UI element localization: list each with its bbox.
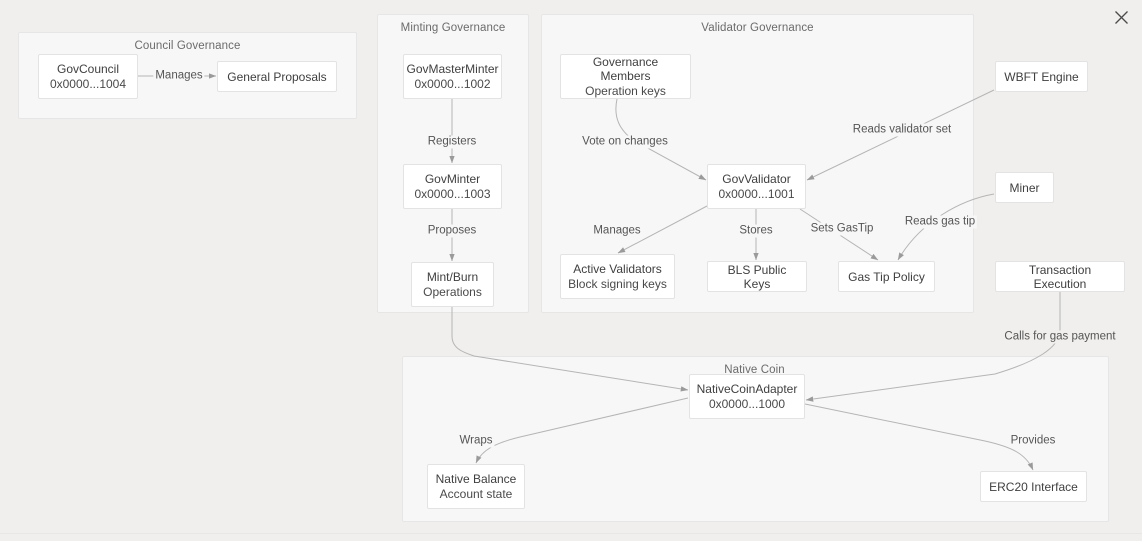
group-title-minting: Minting Governance	[400, 22, 506, 34]
node-active-validators[interactable]: Active Validators Block signing keys	[560, 254, 675, 299]
node-govcouncil[interactable]: GovCouncil 0x0000...1004	[38, 54, 138, 99]
edge-label-wraps: Wraps	[457, 434, 495, 448]
node-miner-line1: Miner	[1009, 180, 1040, 195]
edge-label-calls-for-gas-payment: Calls for gas payment	[1002, 330, 1118, 344]
node-governance-members-line2: Operation keys	[585, 84, 666, 98]
node-govminter[interactable]: GovMinter 0x0000...1003	[403, 164, 502, 209]
edge-label-provides: Provides	[1008, 434, 1058, 448]
node-nativecoinadapter-line1: NativeCoinAdapter	[696, 382, 798, 396]
node-wbft-engine-line1: WBFT Engine	[1004, 69, 1079, 84]
edge-label-registers: Registers	[425, 135, 479, 149]
node-governance-members-line1: Governance Members	[592, 55, 659, 83]
node-mint-burn-line1: Mint/Burn	[426, 270, 479, 284]
edge-label-proposes: Proposes	[425, 224, 479, 238]
edge-label-reads-validator-set: Reads validator set	[850, 123, 954, 137]
node-erc20-interface-line1: ERC20 Interface	[989, 479, 1078, 494]
node-wbft-engine[interactable]: WBFT Engine	[995, 61, 1088, 92]
node-govcouncil-line1: GovCouncil	[56, 62, 120, 76]
node-govvalidator-line2: 0x0000...1001	[718, 187, 795, 201]
edge-label-vote-on-changes: Vote on changes	[580, 135, 670, 149]
bottom-divider	[0, 533, 1142, 534]
node-transaction-execution-line1: Transaction Execution	[1028, 262, 1092, 291]
node-govminter-line1: GovMinter	[424, 172, 481, 186]
node-bls-public-keys-line1: BLS Public Keys	[727, 262, 787, 291]
node-general-proposals-line1: General Proposals	[227, 69, 327, 84]
edge-label-reads-gas-tip: Reads gas tip	[902, 215, 978, 229]
node-erc20-interface[interactable]: ERC20 Interface	[980, 471, 1087, 502]
group-title-council: Council Governance	[134, 40, 241, 52]
node-native-balance-line1: Native Balance	[435, 472, 517, 486]
edge-label-stores: Stores	[737, 224, 775, 238]
node-mint-burn-line2: Operations	[423, 285, 482, 299]
node-native-balance-line2: Account state	[439, 487, 513, 501]
node-govminter-line2: 0x0000...1003	[414, 187, 491, 201]
node-governance-members[interactable]: Governance Members Operation keys	[560, 54, 691, 99]
node-active-validators-line2: Block signing keys	[568, 277, 667, 291]
node-native-balance[interactable]: Native Balance Account state	[427, 464, 525, 509]
edge-label-sets-gastip: Sets GasTip	[808, 222, 876, 236]
node-gas-tip-policy[interactable]: Gas Tip Policy	[838, 261, 935, 292]
node-active-validators-line1: Active Validators	[573, 262, 662, 276]
node-miner[interactable]: Miner	[995, 172, 1054, 203]
node-govmasterminter[interactable]: GovMasterMinter 0x0000...1002	[403, 54, 502, 99]
node-nativecoinadapter[interactable]: NativeCoinAdapter 0x0000...1000	[689, 374, 805, 419]
node-gas-tip-policy-line1: Gas Tip Policy	[848, 269, 925, 284]
group-title-native-coin: Native Coin	[724, 364, 785, 376]
edge-label-manages-validators: Manages	[591, 224, 643, 238]
node-bls-public-keys[interactable]: BLS Public Keys	[707, 261, 807, 292]
node-govcouncil-line2: 0x0000...1004	[49, 77, 127, 91]
node-mint-burn-operations[interactable]: Mint/Burn Operations	[411, 262, 494, 307]
group-title-validator: Validator Governance	[701, 22, 814, 34]
node-nativecoinadapter-line2: 0x0000...1000	[708, 397, 786, 411]
node-govvalidator-line1: GovValidator	[722, 172, 791, 186]
close-icon[interactable]	[1108, 4, 1134, 30]
edge-label-manages-proposals: Manages	[153, 69, 205, 83]
node-general-proposals[interactable]: General Proposals	[217, 61, 337, 92]
node-govvalidator[interactable]: GovValidator 0x0000...1001	[707, 164, 806, 209]
node-govmasterminter-line2: 0x0000...1002	[414, 77, 491, 91]
node-transaction-execution[interactable]: Transaction Execution	[995, 261, 1125, 292]
node-govmasterminter-line1: GovMasterMinter	[406, 62, 499, 76]
